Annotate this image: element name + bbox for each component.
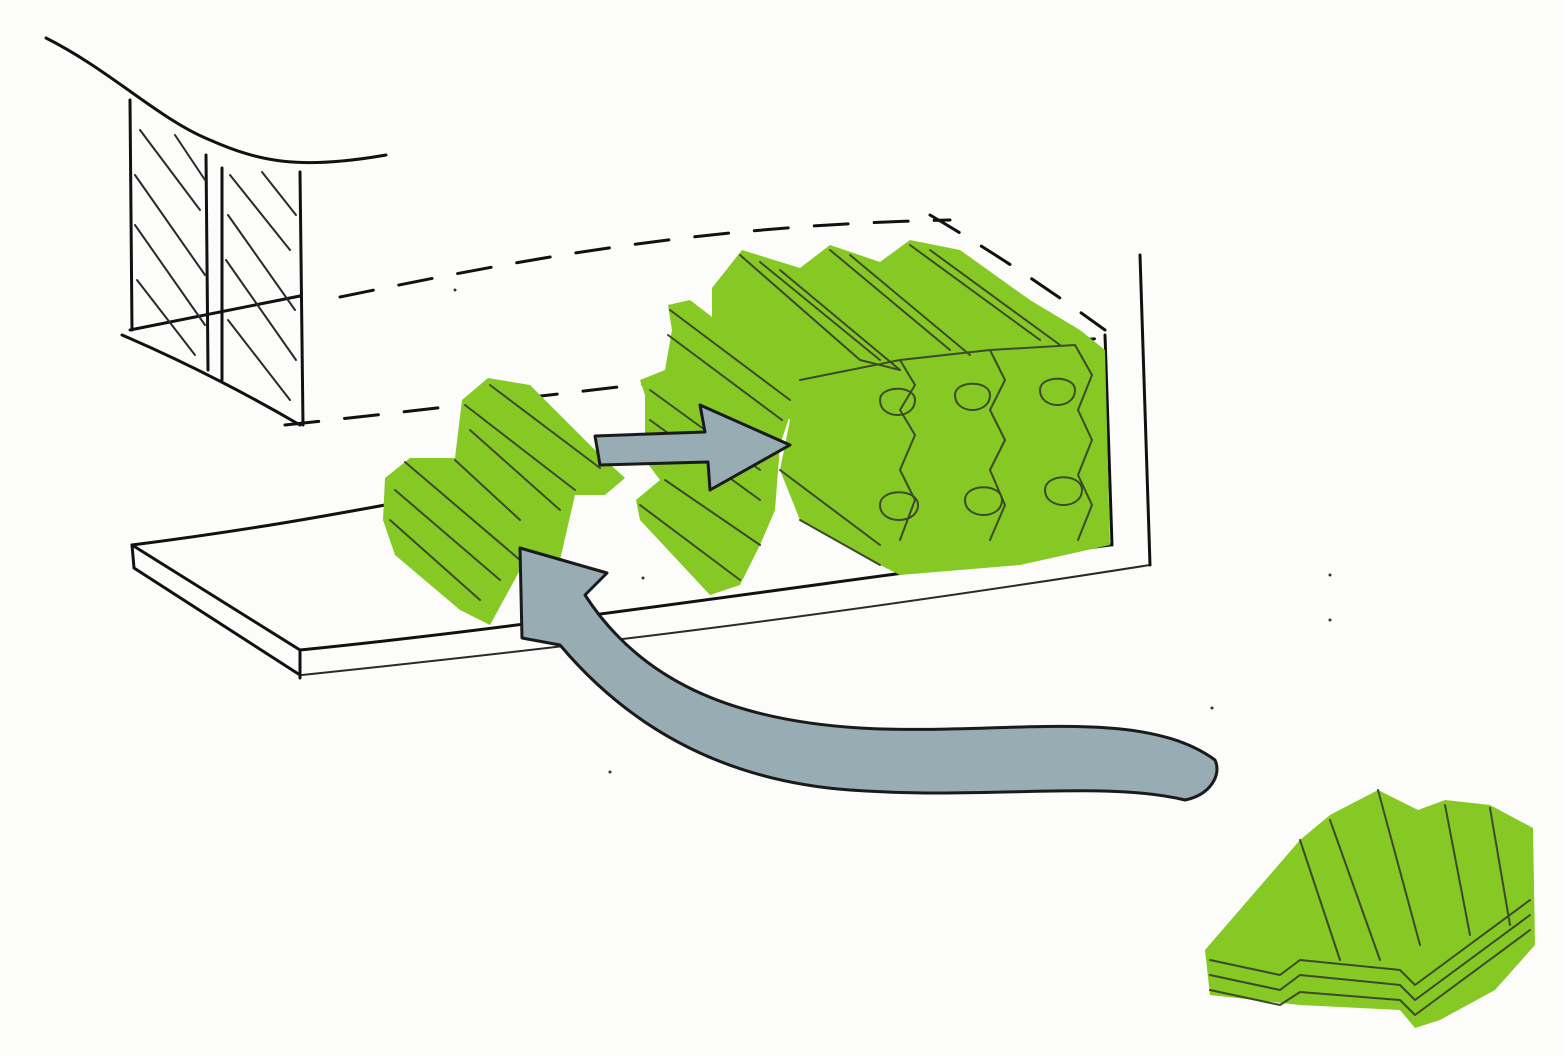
honeycomb-module-assembly bbox=[712, 240, 1110, 575]
corrugated-module-front bbox=[383, 378, 625, 625]
hatched-wall bbox=[44, 36, 388, 427]
stacked-module-pile bbox=[1205, 789, 1535, 1028]
stray-dots bbox=[453, 288, 1332, 774]
straight-arrow bbox=[593, 403, 792, 492]
curved-arrow bbox=[518, 546, 1219, 802]
